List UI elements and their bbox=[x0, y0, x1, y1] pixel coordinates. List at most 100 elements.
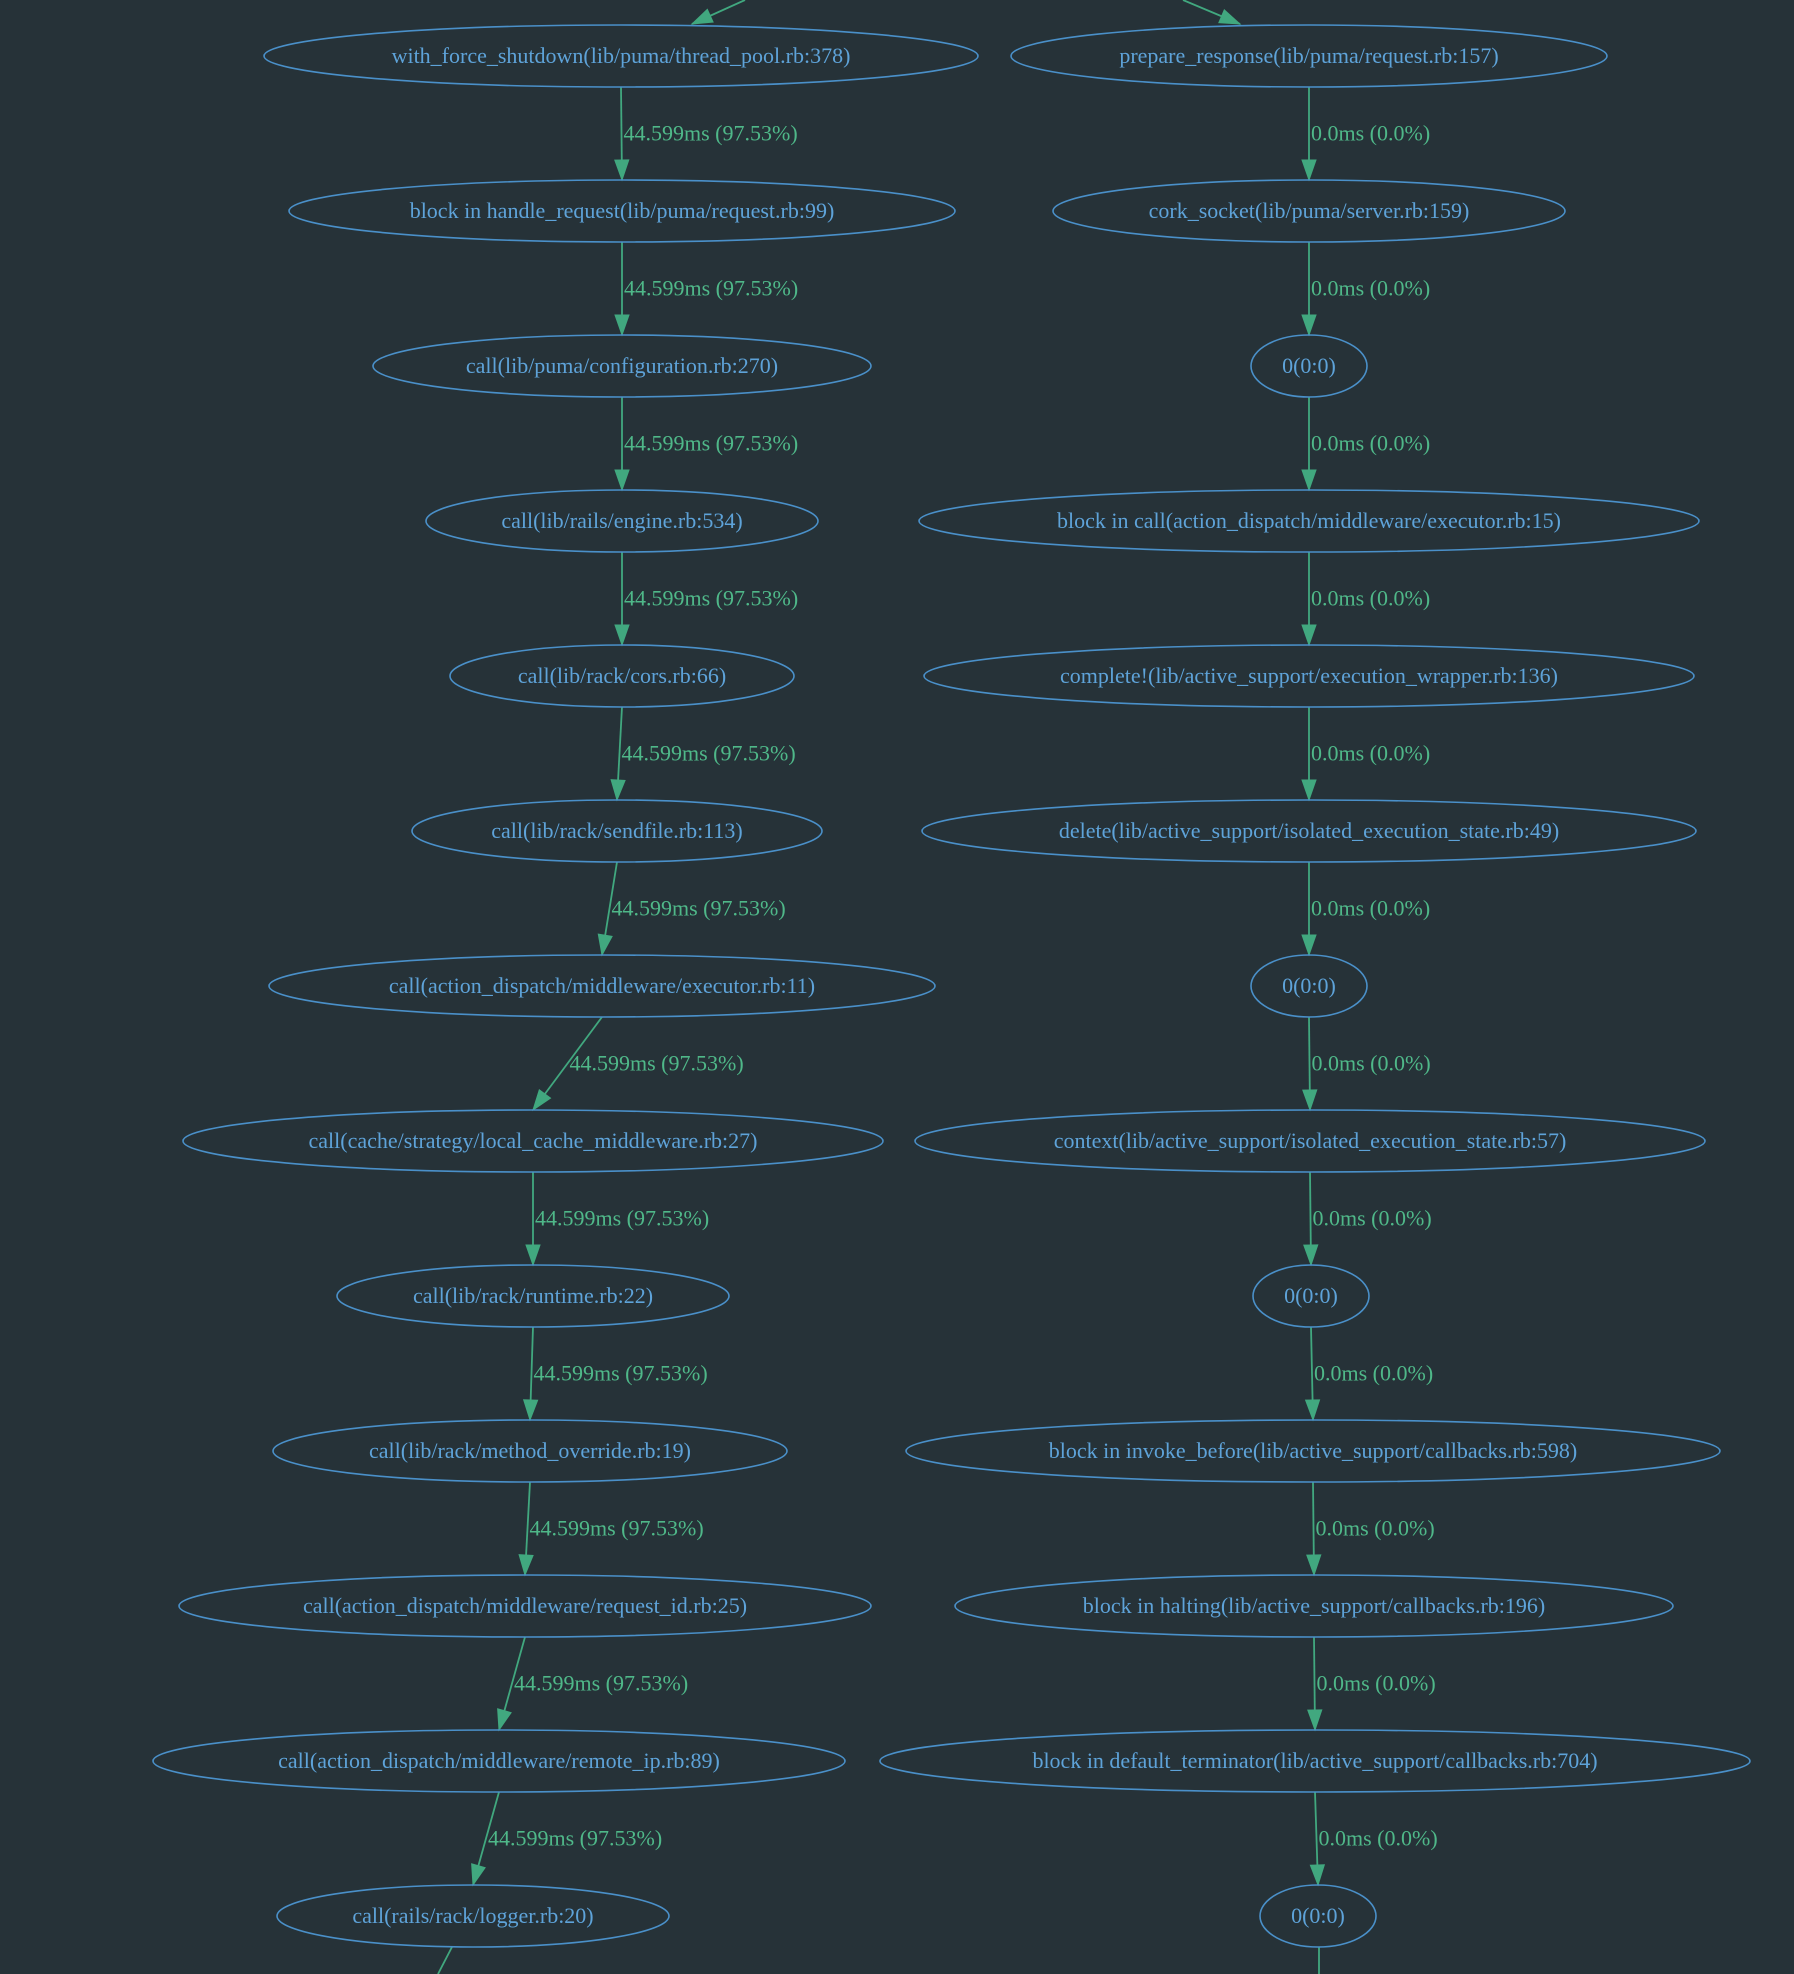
edge-label: 44.599ms (97.53%) bbox=[624, 276, 798, 301]
graph-node: call(lib/puma/configuration.rb:270) bbox=[372, 334, 872, 398]
edge-arrowhead bbox=[1218, 8, 1242, 25]
edge-label: 0.0ms (0.0%) bbox=[1311, 121, 1430, 146]
node-ellipse bbox=[276, 1884, 670, 1948]
node-label: complete!(lib/active_support/execution_w… bbox=[1060, 663, 1558, 688]
graph-edge: 0.0ms (0.0%) bbox=[1306, 1481, 1435, 1577]
node-label: context(lib/active_support/isolated_exec… bbox=[1054, 1128, 1567, 1153]
graph-node: call(action_dispatch/middleware/request_… bbox=[178, 1574, 872, 1638]
partial-edges bbox=[437, 0, 1320, 1974]
graph-node: cork_socket(lib/puma/server.rb:159) bbox=[1052, 179, 1566, 243]
graph-edge: 0.0ms (0.0%) bbox=[1309, 1791, 1438, 1887]
node-label: call(lib/rack/cors.rb:66) bbox=[518, 663, 726, 688]
node-label: 0(0:0) bbox=[1282, 973, 1336, 998]
node-ellipse bbox=[914, 1109, 1706, 1173]
node-ellipse bbox=[905, 1419, 1721, 1483]
graph-node: call(action_dispatch/middleware/remote_i… bbox=[152, 1729, 846, 1793]
edges: 44.599ms (97.53%) 44.599ms (97.53%) 44.599… bbox=[471, 86, 1438, 1887]
graph-node: complete!(lib/active_support/execution_w… bbox=[923, 644, 1695, 708]
node-label: call(rails/rack/logger.rb:20) bbox=[352, 1903, 593, 1928]
edge-arrowhead bbox=[614, 469, 630, 492]
node-ellipse bbox=[372, 334, 872, 398]
edge-label: 44.599ms (97.53%) bbox=[530, 1516, 704, 1541]
graph-node: block in handle_request(lib/puma/request… bbox=[288, 179, 956, 243]
edge-arrowhead bbox=[1307, 1709, 1323, 1732]
node-label: block in call(action_dispatch/middleware… bbox=[1057, 508, 1561, 533]
edge-arrowhead bbox=[614, 314, 630, 337]
node-label: delete(lib/active_support/isolated_execu… bbox=[1059, 818, 1559, 843]
node-ellipse bbox=[1252, 1264, 1370, 1328]
edge-arrowhead bbox=[597, 933, 613, 957]
graph-node: delete(lib/active_support/isolated_execu… bbox=[921, 799, 1697, 863]
edge-arrowhead bbox=[1301, 934, 1317, 957]
node-ellipse bbox=[921, 799, 1697, 863]
edge-label: 44.599ms (97.53%) bbox=[624, 121, 798, 146]
node-label: 0(0:0) bbox=[1284, 1283, 1338, 1308]
graph-edge: 44.599ms (97.53%) bbox=[525, 1172, 709, 1267]
graph-node: call(action_dispatch/middleware/executor… bbox=[268, 954, 936, 1018]
node-ellipse bbox=[178, 1574, 872, 1638]
graph-node: block in invoke_before(lib/active_suppor… bbox=[905, 1419, 1721, 1483]
node-label: call(lib/rails/engine.rb:534) bbox=[501, 508, 742, 533]
edge-arrowhead bbox=[525, 1244, 541, 1267]
node-label: call(lib/rack/runtime.rb:22) bbox=[413, 1283, 653, 1308]
graph-edge: 44.599ms (97.53%) bbox=[522, 1326, 708, 1422]
edge-arrowhead bbox=[1301, 624, 1317, 647]
node-label: 0(0:0) bbox=[1291, 1903, 1345, 1928]
node-label: block in handle_request(lib/puma/request… bbox=[410, 198, 835, 223]
node-label: with_force_shutdown(lib/puma/thread_pool… bbox=[392, 43, 851, 68]
edge-line bbox=[437, 1946, 453, 1974]
graph-node: context(lib/active_support/isolated_exec… bbox=[914, 1109, 1706, 1173]
node-label: call(lib/puma/configuration.rb:270) bbox=[466, 353, 778, 378]
graph-node: block in call(action_dispatch/middleware… bbox=[918, 489, 1700, 553]
node-label: call(lib/rack/sendfile.rb:113) bbox=[491, 818, 742, 843]
node-ellipse bbox=[336, 1264, 730, 1328]
edge-label: 0.0ms (0.0%) bbox=[1313, 1206, 1432, 1231]
graph-edge: 0.0ms (0.0%) bbox=[1301, 862, 1430, 957]
partial-edge-group bbox=[437, 0, 1320, 1974]
edge-arrowhead bbox=[1304, 1399, 1321, 1422]
edge-label: 0.0ms (0.0%) bbox=[1311, 586, 1430, 611]
graph-edge: 0.0ms (0.0%) bbox=[1304, 1326, 1433, 1422]
graph-node: call(rails/rack/logger.rb:20) bbox=[276, 1884, 670, 1948]
node-label: call(action_dispatch/middleware/remote_i… bbox=[278, 1748, 720, 1773]
graph-node: block in halting(lib/active_support/call… bbox=[954, 1574, 1674, 1638]
node-ellipse bbox=[954, 1574, 1674, 1638]
node-ellipse bbox=[263, 24, 979, 88]
edge-arrowhead bbox=[518, 1554, 534, 1577]
edge-label: 44.599ms (97.53%) bbox=[624, 586, 798, 611]
edge-label: 44.599ms (97.53%) bbox=[534, 1361, 708, 1386]
graph-edge: 0.0ms (0.0%) bbox=[1307, 1636, 1436, 1732]
node-ellipse bbox=[923, 644, 1695, 708]
graph-edge: 44.599ms (97.53%) bbox=[497, 1636, 688, 1732]
edge-label: 0.0ms (0.0%) bbox=[1311, 896, 1430, 921]
node-ellipse bbox=[1259, 1884, 1377, 1948]
nodes: with_force_shutdown(lib/puma/thread_pool… bbox=[152, 24, 1751, 1948]
node-label: call(action_dispatch/middleware/request_… bbox=[303, 1593, 747, 1618]
graph-edge: 44.599ms (97.53%) bbox=[614, 86, 798, 182]
edge-arrowhead bbox=[497, 1708, 512, 1732]
node-ellipse bbox=[152, 1729, 846, 1793]
edge-label: 44.599ms (97.53%) bbox=[612, 896, 786, 921]
graph-edge: 0.0ms (0.0%) bbox=[1302, 1016, 1431, 1112]
node-label: block in default_terminator(lib/active_s… bbox=[1032, 1748, 1597, 1773]
node-ellipse bbox=[1250, 954, 1368, 1018]
graph-node: 0(0:0) bbox=[1252, 1264, 1370, 1328]
node-ellipse bbox=[425, 489, 819, 553]
edge-arrowhead bbox=[690, 8, 714, 25]
node-label: call(action_dispatch/middleware/executor… bbox=[389, 973, 815, 998]
edge-arrowhead bbox=[1301, 779, 1317, 802]
edge-arrowhead bbox=[1301, 469, 1317, 492]
edge-label: 0.0ms (0.0%) bbox=[1316, 1516, 1435, 1541]
graph-node: call(lib/rack/method_override.rb:19) bbox=[272, 1419, 788, 1483]
node-ellipse bbox=[411, 799, 823, 863]
graph-edge: 0.0ms (0.0%) bbox=[1301, 707, 1430, 802]
edge-label: 0.0ms (0.0%) bbox=[1314, 1361, 1433, 1386]
graph-node: call(cache/strategy/local_cache_middlewa… bbox=[182, 1109, 884, 1173]
node-ellipse bbox=[182, 1109, 884, 1173]
node-ellipse bbox=[272, 1419, 788, 1483]
node-ellipse bbox=[268, 954, 936, 1018]
node-ellipse bbox=[879, 1729, 1751, 1793]
edge-label: 44.599ms (97.53%) bbox=[535, 1206, 709, 1231]
graph-node: 0(0:0) bbox=[1250, 334, 1368, 398]
graph-node: 0(0:0) bbox=[1250, 954, 1368, 1018]
